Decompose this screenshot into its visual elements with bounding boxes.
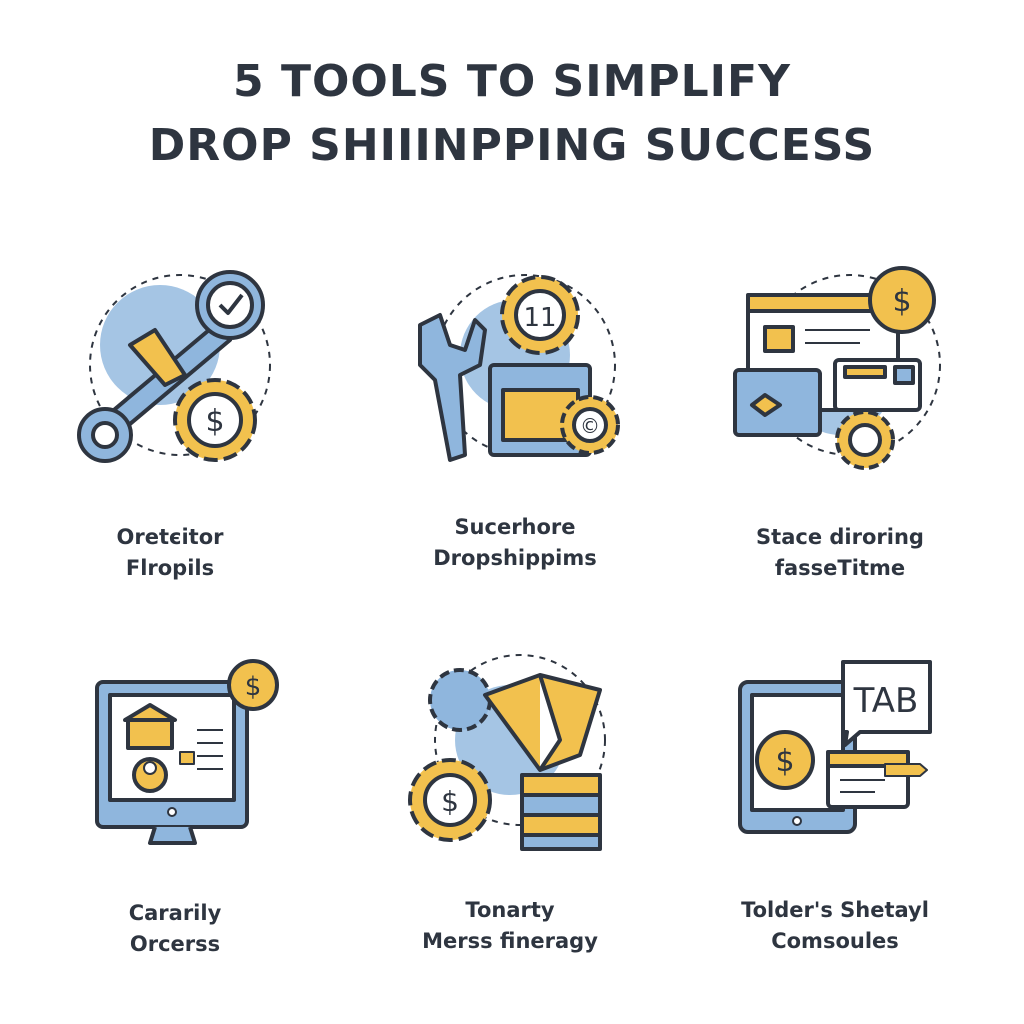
svg-text:$: $ [441, 785, 459, 818]
gear-number: 11 [523, 303, 556, 333]
label-line-2: Dropshippims [433, 546, 597, 570]
label-line-2: Merss fineragy [422, 929, 598, 953]
wrench-gear-dollar-icon: $ [77, 270, 271, 463]
svg-text:$: $ [245, 672, 262, 702]
tool-item-1: $ [20, 255, 320, 475]
tool-item-3: $ [690, 255, 990, 475]
tool-item-4: $ [25, 640, 325, 860]
tablet-chat-dollar-icon: TAB $ [738, 660, 932, 834]
bubble-text: TAB [853, 681, 919, 721]
label-line-1: Sucerhore [454, 515, 576, 539]
tool-item-2: 11 © [365, 255, 665, 475]
svg-text:$: $ [775, 744, 794, 779]
label-line-1: Stace diroring [756, 525, 924, 549]
tool-label-1: Oretєitor Flropils [20, 522, 320, 584]
page-title: 5 TOOLS TO SIMPLIFY DROP SHIIINPPING SUC… [0, 50, 1024, 178]
label-line-1: Cararily [128, 901, 222, 925]
tool-label-6: Tolder's Shetayl Comsoules [685, 895, 985, 957]
svg-text:©: © [580, 414, 600, 438]
title-line-1: 5 TOOLS TO SIMPLIFY [233, 56, 791, 107]
gear-megaphone-stack-icon: $ [408, 654, 606, 851]
monitor-store-dollar-icon: $ [95, 659, 279, 845]
tool-label-5: Tonarty Merss fineragy [360, 895, 660, 957]
label-line-2: Comsoules [771, 929, 899, 953]
label-line-2: fasseTitme [774, 556, 906, 580]
label-line-1: Tonarty [465, 898, 555, 922]
tool-label-2: Sucerhore Dropshippims [365, 512, 665, 574]
label-line-1: Oretєitor [116, 525, 224, 549]
tool-label-3: Stace diroring fasseTitme [690, 522, 990, 584]
title-line-2: DROP SHIIINPPING SUCCESS [148, 120, 876, 171]
browser-cards-dollar-icon: $ [733, 266, 941, 470]
svg-text:$: $ [205, 404, 224, 439]
label-line-1: Tolder's Shetayl [741, 898, 929, 922]
label-line-2: Flropils [125, 556, 215, 580]
tool-item-6: TAB $ [685, 640, 985, 860]
tool-label-4: Cararily Orcerss [25, 898, 325, 960]
svg-text:$: $ [892, 284, 911, 319]
wrench-gear-browser-icon: 11 © [418, 274, 620, 462]
label-line-2: Orcerss [129, 932, 221, 956]
tool-item-5: $ [360, 640, 660, 860]
